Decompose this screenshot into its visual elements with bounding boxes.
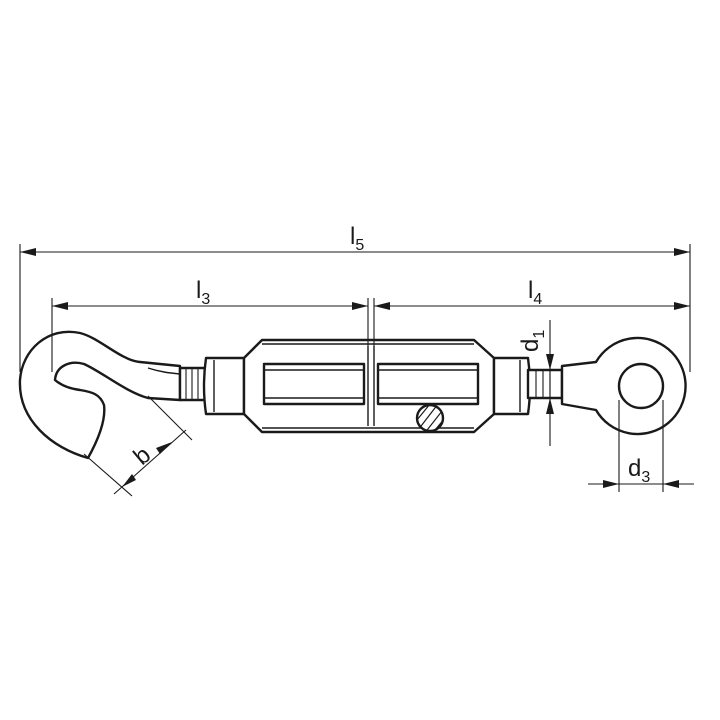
d1-label: d1 bbox=[517, 330, 548, 352]
l3-label: l3 bbox=[196, 277, 210, 308]
dimension-l4: l4 bbox=[373, 277, 690, 346]
cross-pin bbox=[415, 403, 445, 433]
dimension-l3: l3 bbox=[51, 277, 369, 372]
hook-body bbox=[18, 330, 182, 460]
l4-label: l4 bbox=[528, 277, 542, 308]
right-nut bbox=[492, 356, 532, 416]
left-nut bbox=[202, 356, 246, 416]
hook-shank-shadow bbox=[147, 367, 181, 375]
hook-thread bbox=[178, 366, 208, 402]
hook-end bbox=[18, 330, 208, 460]
dimension-d3: d3 bbox=[588, 400, 694, 492]
eye-end bbox=[526, 336, 687, 436]
dimension-d1: d1 bbox=[517, 320, 554, 446]
turnbuckle-body bbox=[202, 338, 532, 434]
l5-label: l5 bbox=[350, 223, 364, 254]
dimension-l5: l5 bbox=[19, 223, 691, 372]
eye-thread bbox=[526, 368, 564, 400]
d3-label: d3 bbox=[628, 455, 650, 486]
b-label: b bbox=[129, 441, 157, 470]
eye-hole bbox=[617, 362, 665, 410]
